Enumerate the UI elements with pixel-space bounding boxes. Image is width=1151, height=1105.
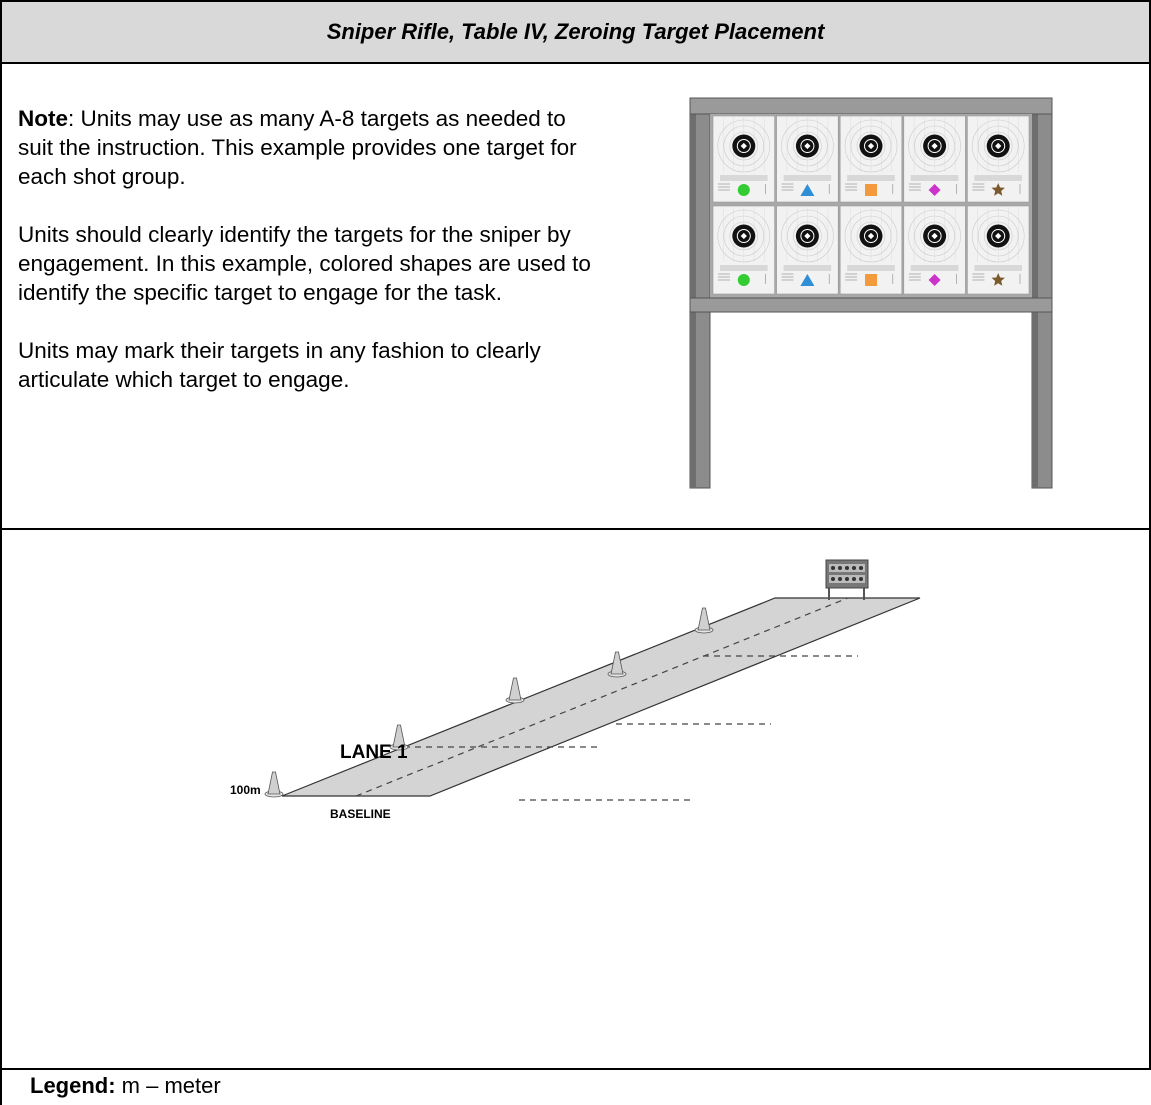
lane-section	[0, 528, 1151, 1070]
lane-label: LANE 1	[340, 742, 408, 763]
lane-perspective: LANE 1 100m BASELINE	[230, 559, 921, 821]
top-beam	[689, 97, 1053, 115]
cones	[264, 607, 714, 798]
star-marker	[991, 273, 1005, 286]
a8-target	[712, 205, 775, 295]
triangle-marker	[800, 274, 815, 286]
notes-text: Note: Units may use as many A-8 targets …	[18, 104, 598, 423]
right-post-shade	[1032, 98, 1038, 488]
legend: Legend: m – meter	[0, 1068, 1151, 1105]
a8-target	[839, 115, 903, 203]
bottom-beam	[689, 297, 1053, 313]
lane-cone	[694, 607, 714, 634]
figure-title: Sniper Rifle, Table IV, Zeroing Target P…	[0, 0, 1151, 64]
diamond-marker	[928, 184, 941, 196]
a8-target	[776, 205, 839, 295]
distance-label-100m: 100m	[230, 783, 261, 797]
baseline-label: BASELINE	[330, 807, 391, 821]
note-label: Note	[18, 106, 68, 131]
square-marker	[865, 184, 877, 196]
lane-cone	[607, 651, 627, 678]
triangle-marker	[800, 184, 815, 196]
target-grid	[712, 115, 1030, 295]
marking-paragraph: Units may mark their targets in any fash…	[18, 338, 541, 392]
circle-marker	[737, 184, 750, 196]
target-board-illustration	[689, 97, 1053, 489]
a8-target	[967, 115, 1030, 203]
lane-target-board	[825, 559, 869, 600]
a8-target	[776, 115, 839, 203]
identify-paragraph: Units should clearly identify the target…	[18, 222, 591, 305]
note-text: : Units may use as many A-8 targets as n…	[18, 106, 577, 189]
a8-target	[903, 115, 966, 203]
a8-target	[839, 205, 903, 295]
star-marker	[991, 183, 1005, 196]
lane-centerline	[355, 597, 849, 797]
notes-section	[0, 62, 1151, 530]
square-marker	[865, 274, 877, 286]
note-paragraph: Note: Units may use as many A-8 targets …	[18, 104, 598, 191]
lane-cone	[505, 677, 525, 704]
lane-cone	[264, 771, 284, 798]
a8-target	[712, 115, 775, 203]
legend-text: m – meter	[115, 1073, 221, 1098]
legend-label: Legend:	[30, 1073, 116, 1098]
a8-target	[903, 205, 966, 295]
a8-target	[967, 205, 1030, 295]
circle-marker	[737, 274, 750, 286]
diamond-marker	[928, 274, 941, 286]
left-post-shade	[690, 98, 696, 488]
lane-cone	[389, 724, 409, 751]
